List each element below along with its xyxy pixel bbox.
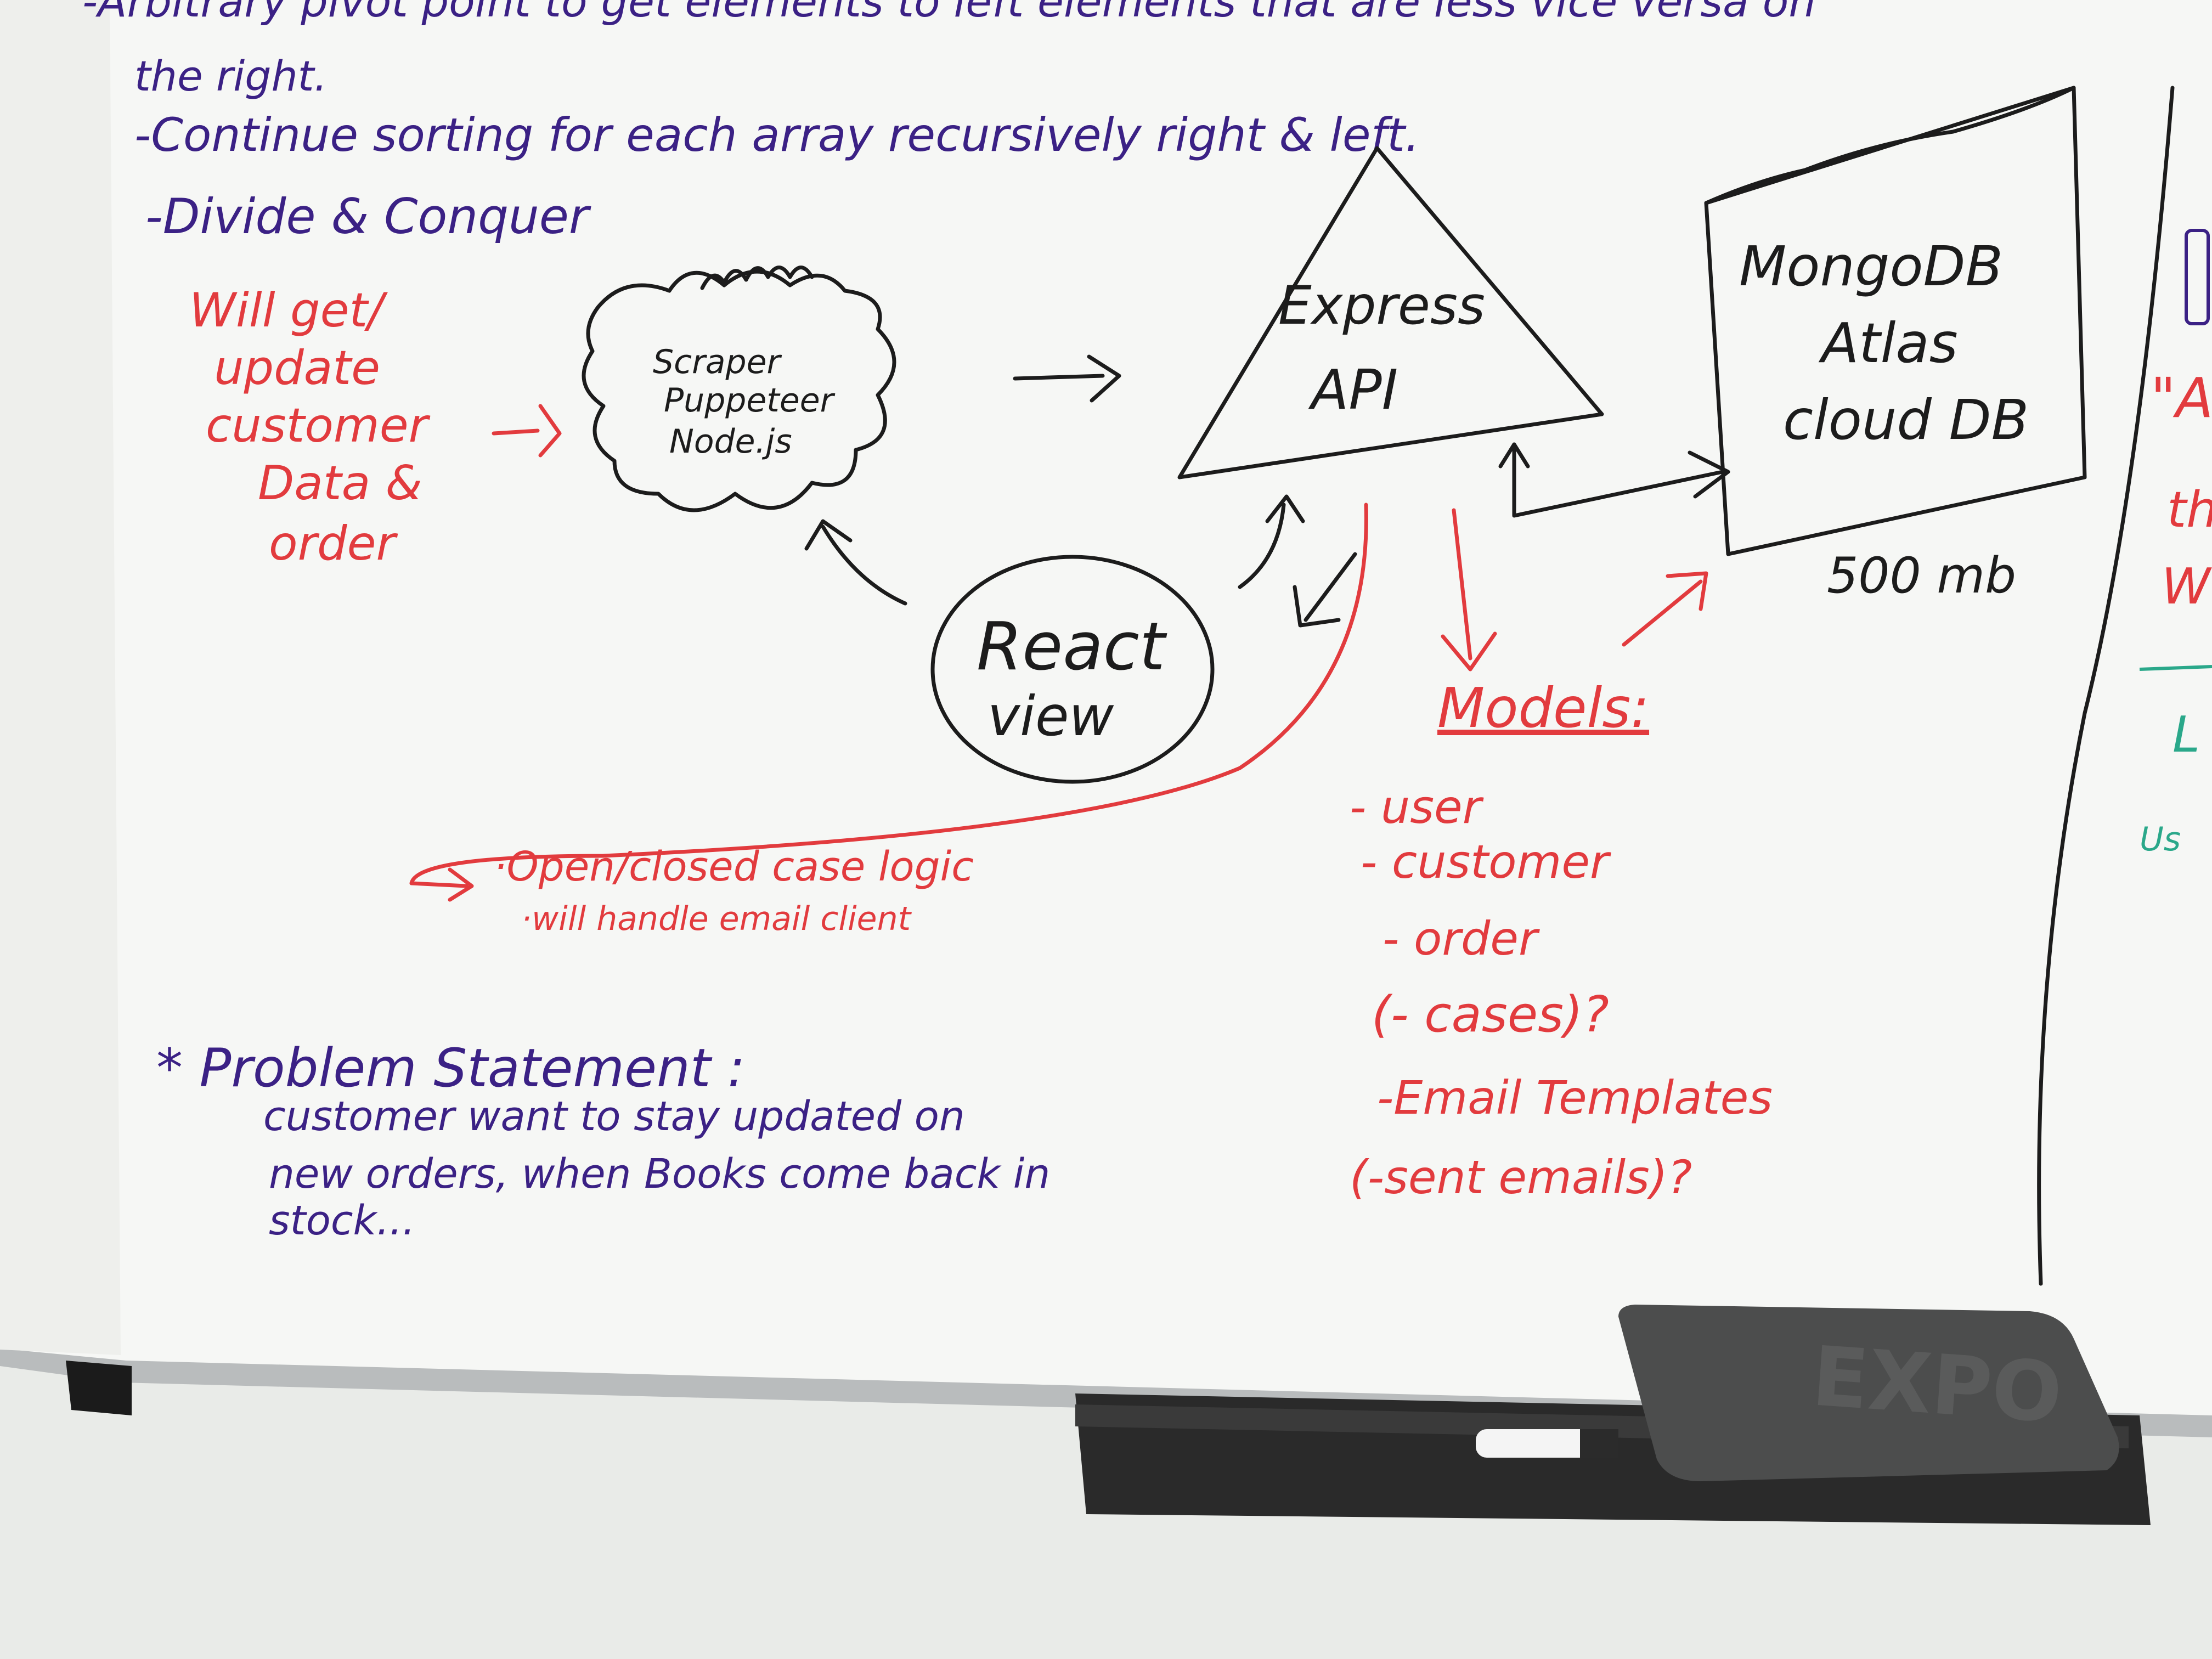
problem-statement: * Problem Statement : customer want to s…	[156, 1037, 1050, 1244]
scraper-cloud: Scraper Puppeteer Node.js	[582, 266, 896, 512]
right-edge-text-1: "A	[2151, 366, 2212, 430]
mongodb-line-1: MongoDB	[1739, 234, 2003, 298]
models-list: Models: - user - customer - order (- cas…	[1350, 676, 1773, 1204]
scraper-line-2: Puppeteer	[664, 381, 836, 420]
red-note-line-5: order	[269, 516, 398, 571]
scraper-line-1: Scraper	[653, 343, 782, 381]
arrow-express-to-mongodb	[1512, 442, 1730, 518]
red-note-line-1: Will get/	[189, 283, 388, 338]
eraser: EXPO	[1618, 1305, 2119, 1481]
arrow-scraper-to-express	[1013, 354, 1121, 403]
right-edge-text-4: L	[2172, 706, 2200, 764]
note-line-1: -Arbitrary pivot point to get elements t…	[82, 0, 1816, 27]
eraser-emboss: EXPO	[1809, 1329, 2065, 1441]
problem-line-3: stock...	[269, 1197, 415, 1244]
right-edge-text-3: W	[2162, 558, 2212, 616]
red-note-data: Will get/ update customer Data & order	[189, 283, 431, 571]
react-line-2: view	[988, 684, 1114, 748]
red-arrow-to-scraper	[492, 404, 562, 458]
arrow-react-to-scraper	[804, 519, 907, 606]
board-left-shade	[0, 0, 121, 1355]
right-edge-text-5: Us	[2140, 820, 2181, 859]
mongodb-line-3: cloud DB	[1783, 388, 2029, 452]
express-line-1: Express	[1278, 275, 1485, 336]
cloud-squiggle	[700, 266, 814, 290]
express-api-triangle: Express API	[1177, 146, 1604, 479]
note-line-2: the right.	[134, 52, 328, 100]
model-cases: (- cases)?	[1372, 986, 1609, 1043]
note-line-3: -Continue sorting for each array recursi…	[134, 108, 1420, 162]
red-arrow-models-to-mongodb	[1622, 571, 1708, 647]
right-edge-box	[2185, 229, 2210, 325]
red-note-line-3: customer	[206, 398, 431, 453]
scraper-line-3: Node.js	[669, 422, 792, 461]
model-user: - user	[1350, 780, 1484, 834]
react-view-ellipse: React view	[930, 555, 1215, 784]
model-order: - order	[1383, 912, 1540, 966]
red-curve-express	[409, 503, 1368, 885]
problem-line-2: new orders, when Books come back in	[269, 1150, 1050, 1198]
model-sent-emails: (-sent emails)?	[1350, 1150, 1692, 1204]
arrow-head-express	[1498, 442, 1530, 469]
model-email-templates: -Email Templates	[1377, 1071, 1773, 1125]
mongodb-line-2: Atlas	[1818, 311, 1958, 375]
express-line-2: API	[1308, 358, 1398, 422]
case-logic-line-2: ·will handle email client	[521, 900, 912, 938]
note-line-4: -Divide & Conquer	[145, 188, 591, 245]
right-edge-green-line	[2139, 665, 2212, 671]
problem-line-1: customer want to stay updated on	[263, 1093, 965, 1140]
marker-cap-band	[1580, 1429, 1618, 1458]
right-divider-line	[2037, 86, 2175, 1286]
frame-corner-cap	[66, 1361, 132, 1415]
right-edge-text-2: th	[2167, 481, 2212, 539]
mongodb-size: 500 mb	[1827, 547, 2016, 605]
models-title: Models:	[1437, 676, 1649, 740]
problem-title: * Problem Statement :	[156, 1037, 745, 1099]
red-note-line-4: Data &	[258, 456, 422, 511]
red-arrow-to-case-logic	[409, 867, 474, 902]
red-note-line-2: update	[214, 341, 380, 396]
react-line-1: React	[977, 609, 1167, 685]
case-logic-line-1: ·Open/closed case logic	[494, 843, 974, 890]
board-surface	[0, 0, 2212, 1415]
model-customer: - customer	[1361, 835, 1611, 889]
red-arrow-to-models	[1441, 508, 1497, 672]
arrow-react-to-express	[1238, 494, 1305, 589]
mongodb-box: MongoDB Atlas cloud DB 500 mb	[1704, 86, 2087, 605]
arrow-express-to-react	[1293, 552, 1357, 628]
